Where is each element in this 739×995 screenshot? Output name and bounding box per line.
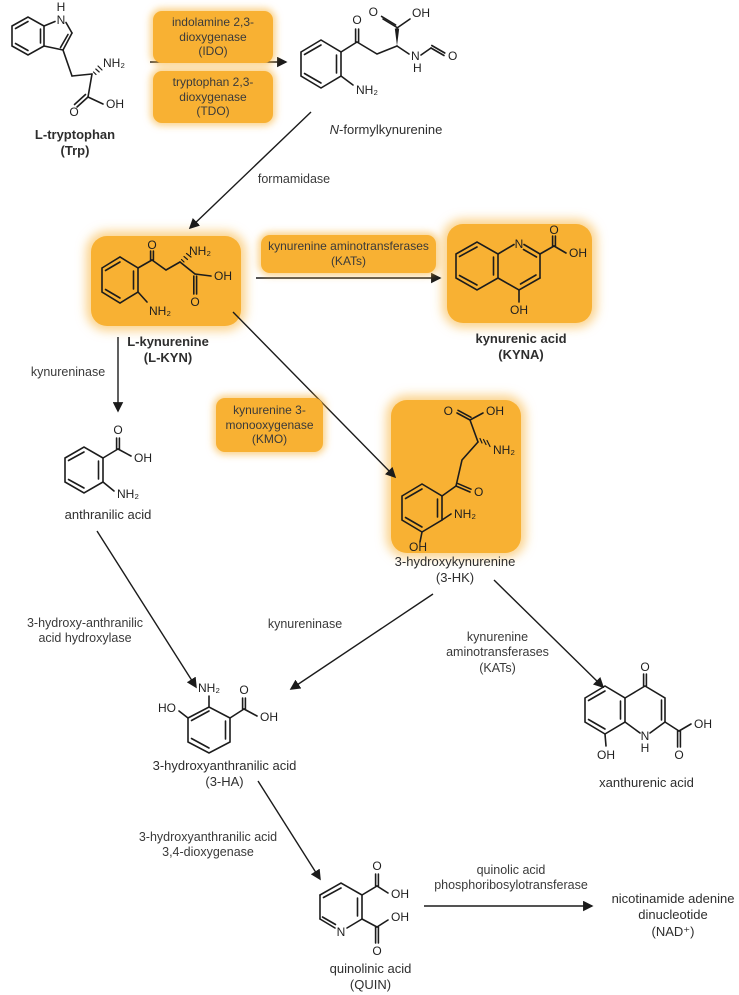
quinolinic-acid-label: quinolinic acid (QUIN) — [329, 961, 412, 993]
l-tryptophan-structure: H N NH₂ O OH — [11, 0, 125, 119]
atom-label: NH₂ — [117, 487, 139, 501]
atom-label: N — [337, 925, 346, 939]
enzyme-label-kmo: kynurenine 3- monooxygenase (KMO) — [225, 403, 314, 447]
enzyme-box-tdo: tryptophan 2,3- dioxygenase (TDO) — [153, 71, 273, 123]
atom-label: N — [515, 237, 524, 251]
atom-label: O — [372, 944, 381, 958]
nad-label: nicotinamide adenine dinucleotide (NAD⁺) — [611, 891, 735, 939]
atom-label: O — [640, 660, 649, 674]
atom-label: OH — [134, 451, 152, 465]
atom-label: O — [444, 404, 453, 418]
atom-label: OH — [510, 303, 528, 317]
enzyme-label-haa-hydroxylase: 3-hydroxy-anthranilic acid hydroxylase — [26, 616, 144, 646]
atom-label: N — [641, 729, 650, 743]
bond-lines — [319, 873, 389, 944]
atom-label: N — [411, 49, 420, 63]
atom-label: OH — [214, 269, 232, 283]
enzyme-box-kmo: kynurenine 3- monooxygenase (KMO) — [216, 398, 323, 452]
enzyme-label-ido: indolamine 2,3- dioxygenase (IDO) — [171, 15, 255, 59]
bond-lines — [300, 15, 446, 89]
3-hydroxyanthranilic-acid-structure: NH₂ HO O OH — [158, 681, 278, 754]
atom-label: O — [239, 683, 248, 697]
l-tryptophan-label: L-tryptophan (Trp) — [34, 127, 116, 159]
atom-label: O — [448, 49, 457, 63]
n-formylkynurenine-label: N-formylkynurenine — [316, 106, 456, 139]
enzyme-label-kynureninase-left: kynureninase — [30, 365, 106, 379]
atom-label: OH — [597, 748, 615, 762]
xanthurenic-acid-label: xanthurenic acid — [599, 775, 694, 790]
atom-label: O — [147, 238, 156, 252]
kynurenic-acid-label: kynurenic acid (KYNA) — [475, 331, 567, 363]
atom-label: NH₂ — [493, 443, 515, 457]
arrow-hk-to-ha — [289, 593, 434, 690]
atom-label: OH — [106, 97, 124, 111]
bond-lines — [101, 250, 212, 304]
atom-label: OH — [412, 6, 430, 20]
bond-lines — [584, 673, 692, 748]
atom-label: O — [474, 485, 483, 499]
atom-label: O — [549, 223, 558, 237]
atom-label: OH — [391, 887, 409, 901]
atom-label: O — [113, 423, 122, 437]
atom-label: O — [674, 748, 683, 762]
anthranilic-acid-structure: O OH NH₂ — [64, 423, 152, 501]
anthranilic-acid-label: anthranilic acid — [64, 507, 152, 522]
atom-label: OH — [391, 910, 409, 924]
n-formylkynurenine-structure: O O OH NH₂ N H O — [300, 5, 457, 97]
l-kynurenine-structure: O NH₂ OH O NH₂ — [101, 238, 232, 318]
highlight-box-l-kynurenine — [91, 236, 241, 326]
atom-label: O — [372, 859, 381, 873]
bond-lines — [11, 16, 104, 108]
atom-label: H — [57, 0, 66, 14]
enzyme-label-kynureninase-mid: kynureninase — [267, 617, 343, 631]
bond-lines — [178, 695, 258, 754]
enzyme-label-haa-dioxygenase: 3-hydroxyanthranilic acid 3,4-dioxygenas… — [138, 830, 278, 860]
enzyme-box-ido: indolamine 2,3- dioxygenase (IDO) — [153, 11, 273, 63]
atom-label: NH₂ — [356, 83, 378, 97]
bond-lines — [64, 437, 132, 494]
atom-label: O — [69, 105, 78, 119]
highlight-box-kynurenic-acid — [447, 224, 592, 323]
atom-label: O — [352, 13, 361, 27]
n-formylkynurenine-label-prefix: N — [329, 122, 340, 138]
atom-label: OH — [569, 246, 587, 260]
enzyme-label-kats-right: kynurenine aminotransferases (KATs) — [446, 630, 549, 675]
atom-label: HO — [158, 701, 176, 715]
atom-label: OH — [409, 540, 427, 554]
n-formylkynurenine-label-rest: -formylkynurenine — [339, 122, 443, 138]
atom-label: OH — [486, 404, 504, 418]
3-hydroxykynurenine-label: 3-hydroxykynurenine (3-HK) — [394, 554, 516, 586]
atom-label: OH — [694, 717, 712, 731]
kynurenic-acid-structure: N O OH OH — [455, 223, 587, 317]
arrow-lkyn-to-hk — [232, 311, 397, 479]
atom-label: OH — [260, 710, 278, 724]
quinolinic-acid-structure: O OH OH O N — [319, 859, 409, 958]
enzyme-box-kats: kynurenine aminotransferases (KATs) — [261, 235, 436, 273]
arrow-aa-to-ha — [96, 530, 197, 689]
xanthurenic-acid-structure: O N H OH O OH — [584, 660, 712, 762]
enzyme-label-tdo: tryptophan 2,3- dioxygenase (TDO) — [172, 75, 254, 119]
highlight-box-3-hydroxykynurenine — [391, 400, 521, 553]
atom-label: NH₂ — [189, 244, 211, 258]
atom-label: H — [413, 61, 422, 75]
enzyme-label-kats: kynurenine aminotransferases (KATs) — [268, 239, 429, 268]
enzyme-label-qprt: quinolic acid phosphoribosylotransferase — [434, 863, 588, 893]
bond-lines — [455, 235, 567, 303]
atom-label: O — [369, 5, 378, 19]
3-hydroxykynurenine-structure: O OH NH₂ O NH₂ OH — [401, 404, 515, 554]
atom-label: NH₂ — [149, 304, 171, 318]
arrow-nfk-to-lkyn — [188, 111, 312, 230]
l-kynurenine-label: L-kynurenine (L-KYN) — [127, 334, 209, 366]
atom-label: H — [641, 741, 650, 755]
bond-lines — [401, 409, 491, 543]
atom-label: NH₂ — [198, 681, 220, 695]
enzyme-label-formamidase: formamidase — [257, 172, 331, 186]
atom-label: O — [190, 295, 199, 309]
atom-label: NH₂ — [103, 56, 125, 70]
3-hydroxyanthranilic-acid-label: 3-hydroxyanthranilic acid (3-HA) — [152, 758, 297, 790]
atom-label: N — [57, 13, 66, 27]
atom-label: NH₂ — [454, 507, 476, 521]
